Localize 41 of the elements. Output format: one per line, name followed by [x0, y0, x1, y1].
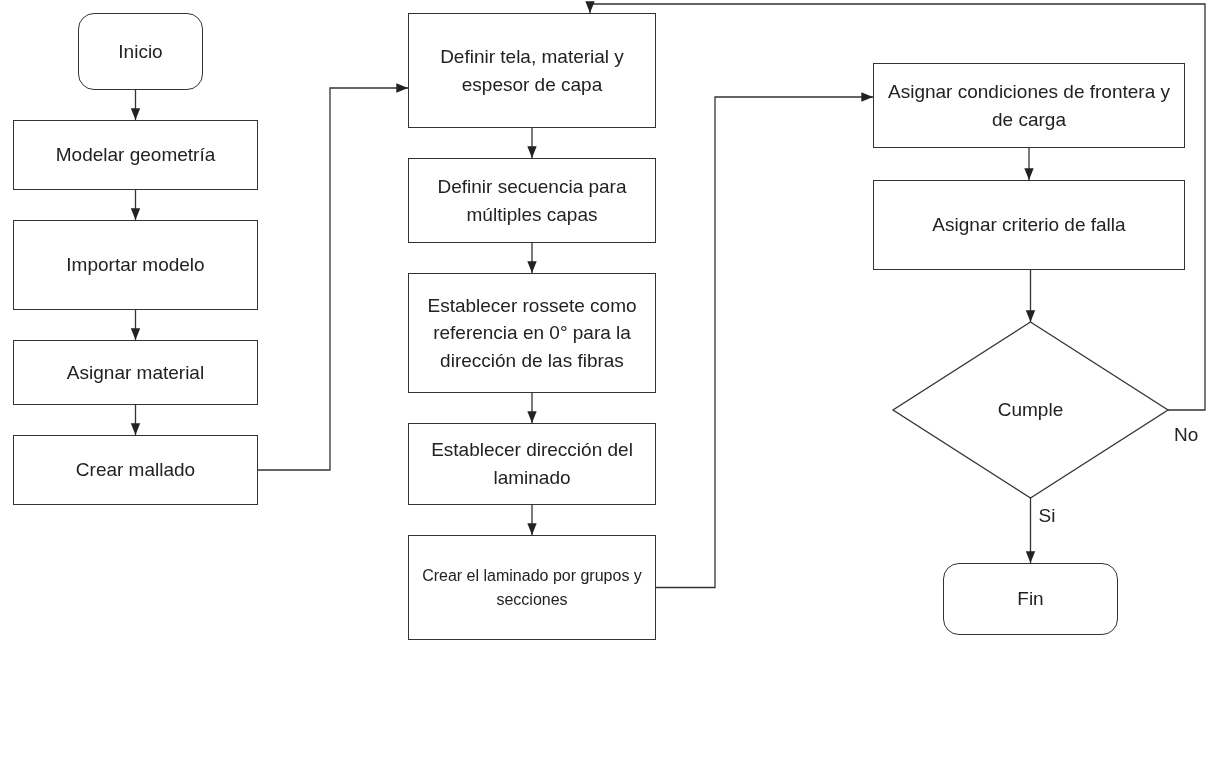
process-box: [873, 180, 1185, 270]
arrow: [527, 504, 537, 536]
node-text: Establecer rossete como referencia en 0° para la dirección de las fibras: [426, 293, 638, 373]
terminal-box: [943, 563, 1118, 635]
arrow: [585, 1, 1206, 411]
arrow: [527, 242, 537, 274]
node-text: Fin: [1017, 587, 1044, 612]
arrow: [130, 404, 141, 436]
process-box: [408, 273, 656, 393]
process-box: [13, 120, 258, 190]
node-text: Modelar geometría: [55, 143, 216, 168]
process-box: [873, 63, 1185, 148]
node-text: Definir secuencia para múltiples capas: [436, 174, 628, 227]
process-box: [13, 340, 258, 405]
process-box: [408, 535, 656, 640]
arrow: [130, 189, 141, 221]
node-text: Asignar material: [66, 360, 205, 385]
terminal-box: [78, 13, 203, 90]
node-text: Asignar condiciones de frontera y de carga: [887, 79, 1171, 132]
arrow: [527, 392, 537, 424]
arrow: [1024, 147, 1034, 181]
arrow: [257, 83, 409, 471]
arrow: [1025, 269, 1036, 323]
arrow: [655, 92, 874, 589]
node-text: Importar modelo: [66, 253, 205, 278]
node-text: Crear mallado: [75, 458, 196, 483]
node-text: Crear el laminado por grupos y secciones: [421, 566, 643, 610]
arrow: [130, 309, 141, 341]
node-text: Definir tela, material y espesor de capa: [439, 44, 625, 97]
arrow: [1025, 497, 1036, 564]
node-text: Establecer dirección del laminado: [430, 438, 634, 490]
process-box: [408, 158, 656, 243]
node-text: Inicio: [118, 39, 163, 64]
node-text: Cumple: [997, 398, 1064, 423]
process-box: [13, 435, 258, 505]
arrow: [130, 89, 141, 121]
node-text: Asignar criterio de falla: [932, 213, 1126, 238]
arrow: [527, 127, 537, 159]
process-box: [408, 13, 656, 128]
process-box: [13, 220, 258, 310]
process-box: [408, 423, 656, 505]
